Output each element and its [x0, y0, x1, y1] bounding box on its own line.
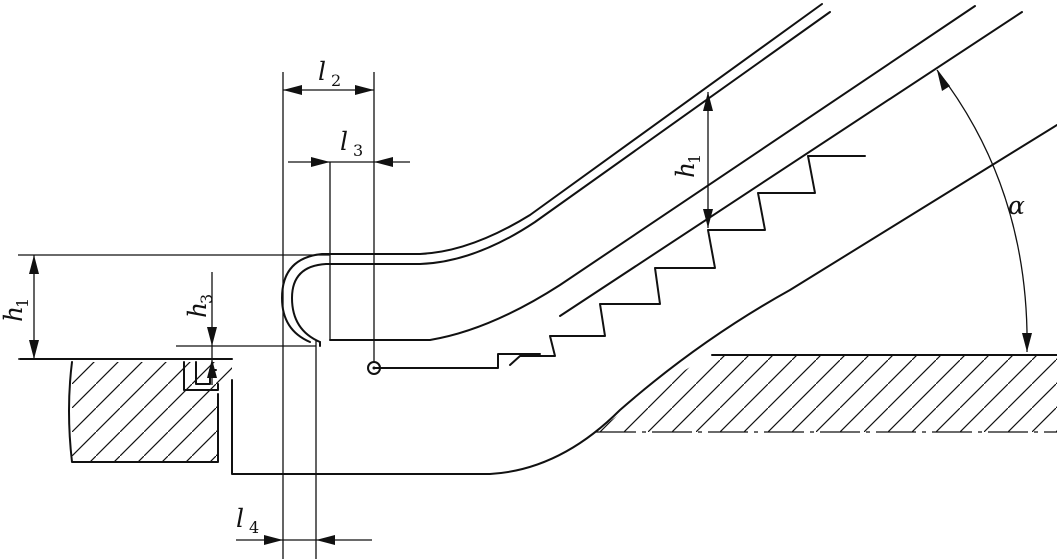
label-l3-sub: 3: [353, 141, 363, 160]
label-l4-sub: 4: [249, 518, 259, 537]
label-l2-sub: 2: [331, 71, 341, 90]
dim-h1-right: [703, 92, 713, 228]
right-floor-slab: [596, 354, 1057, 433]
escalator-steps: [374, 155, 866, 369]
handrail: [281, 3, 831, 347]
label-h1-right-sub: 1: [685, 154, 704, 164]
label-h3-main: h: [183, 302, 212, 318]
dim-h1-left: [29, 255, 39, 359]
dim-l2: [283, 85, 374, 95]
label-h3-sub: 3: [197, 294, 216, 304]
dim-l3: [288, 157, 410, 167]
label-l2-main: l: [318, 57, 326, 86]
label-l4-main: l: [236, 504, 244, 533]
label-alpha: α: [1008, 191, 1025, 220]
label-h1-left-main: h: [0, 306, 28, 322]
angle-alpha-arc: [936, 69, 1032, 353]
label-h1-left-sub: 1: [13, 298, 32, 308]
extension-lines: [18, 72, 1030, 559]
dim-l4: [236, 535, 372, 545]
balustrade-line: [329, 5, 1023, 341]
label-l3-main: l: [340, 127, 348, 156]
dim-h3: [207, 272, 217, 385]
label-h1-right-main: h: [671, 162, 700, 178]
left-floor-slab: [19, 358, 233, 463]
